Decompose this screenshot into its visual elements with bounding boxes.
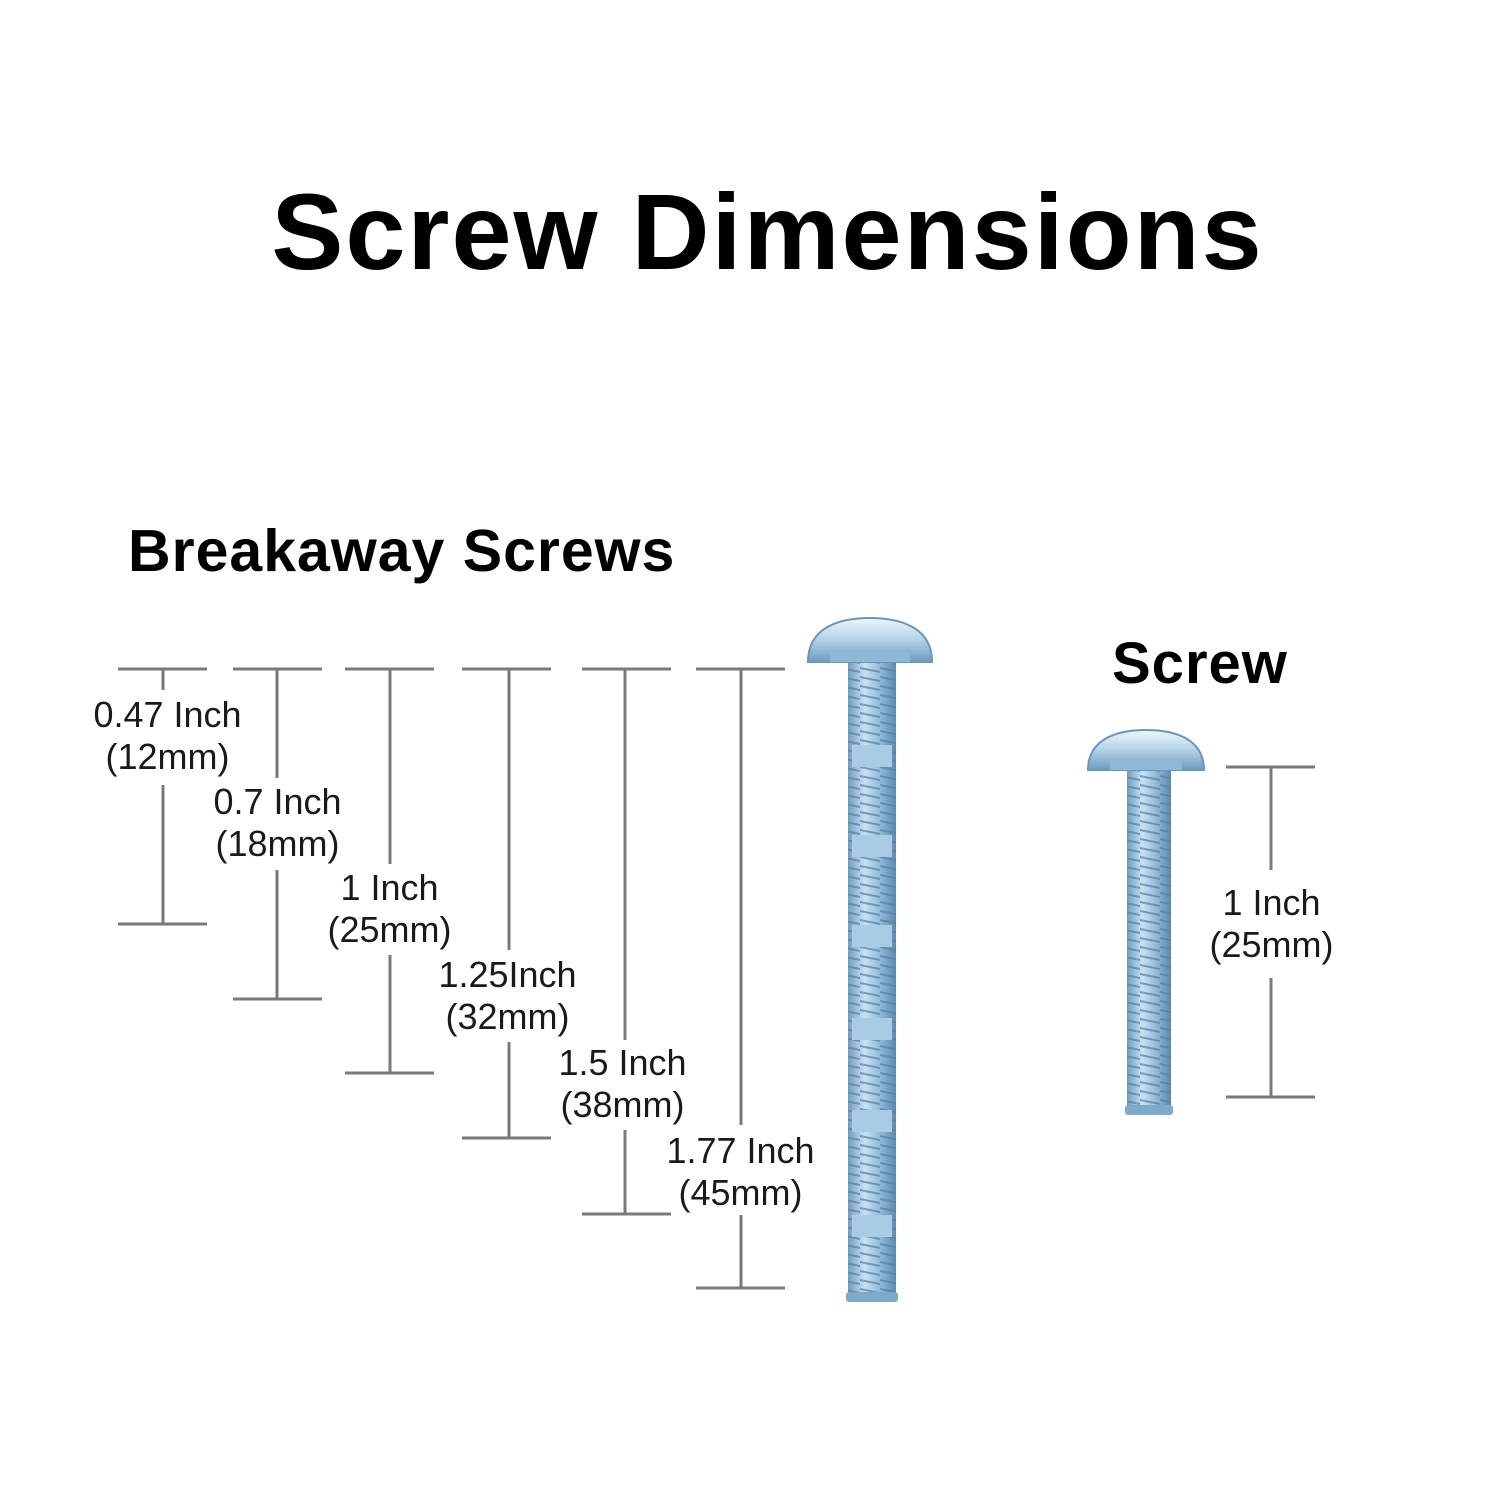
dim-label-45mm: 1.77 Inch (45mm) bbox=[643, 1130, 838, 1214]
dim-inch: 1.25Inch bbox=[438, 954, 577, 995]
dim-label-12mm: 0.47 Inch (12mm) bbox=[70, 694, 265, 778]
dim-mm: (25mm) bbox=[1209, 924, 1334, 965]
dim-mm: (32mm) bbox=[445, 996, 570, 1037]
page-title: Screw Dimensions bbox=[271, 171, 1264, 292]
breakaway-screw-image bbox=[806, 616, 934, 1302]
dim-mm: (38mm) bbox=[560, 1084, 685, 1125]
dim-inch: 1 Inch bbox=[1222, 882, 1321, 923]
dim-mm: (18mm) bbox=[215, 823, 340, 864]
dim-inch: 1 Inch bbox=[340, 867, 439, 908]
dim-bracket-18mm bbox=[233, 667, 322, 1001]
dim-inch: 1.77 Inch bbox=[666, 1130, 815, 1171]
dim-bracket-45mm bbox=[696, 667, 785, 1290]
screw-section-title: Screw bbox=[1112, 631, 1288, 696]
dim-bracket-screw-25mm bbox=[1226, 765, 1315, 1099]
breakaway-section-title: Breakaway Screws bbox=[128, 518, 676, 584]
dim-bracket-25mm bbox=[345, 667, 434, 1075]
dim-inch: 1.5 Inch bbox=[558, 1042, 687, 1083]
dim-label-32mm: 1.25Inch (32mm) bbox=[410, 954, 605, 1038]
single-screw-image bbox=[1086, 728, 1206, 1115]
dim-label-18mm: 0.7 Inch (18mm) bbox=[180, 781, 375, 865]
dim-mm: (12mm) bbox=[105, 736, 230, 777]
dim-bracket-38mm bbox=[582, 667, 671, 1216]
dim-label-25mm: 1 Inch (25mm) bbox=[292, 867, 487, 951]
dim-inch: 0.47 Inch bbox=[93, 694, 242, 735]
dim-mm: (45mm) bbox=[678, 1172, 803, 1213]
dim-inch: 0.7 Inch bbox=[213, 781, 342, 822]
dim-label-screw-25mm: 1 Inch (25mm) bbox=[1174, 882, 1369, 966]
dim-bracket-12mm bbox=[118, 667, 207, 926]
dim-bracket-32mm bbox=[462, 667, 551, 1140]
dim-mm: (25mm) bbox=[327, 909, 452, 950]
dim-label-38mm: 1.5 Inch (38mm) bbox=[525, 1042, 720, 1126]
